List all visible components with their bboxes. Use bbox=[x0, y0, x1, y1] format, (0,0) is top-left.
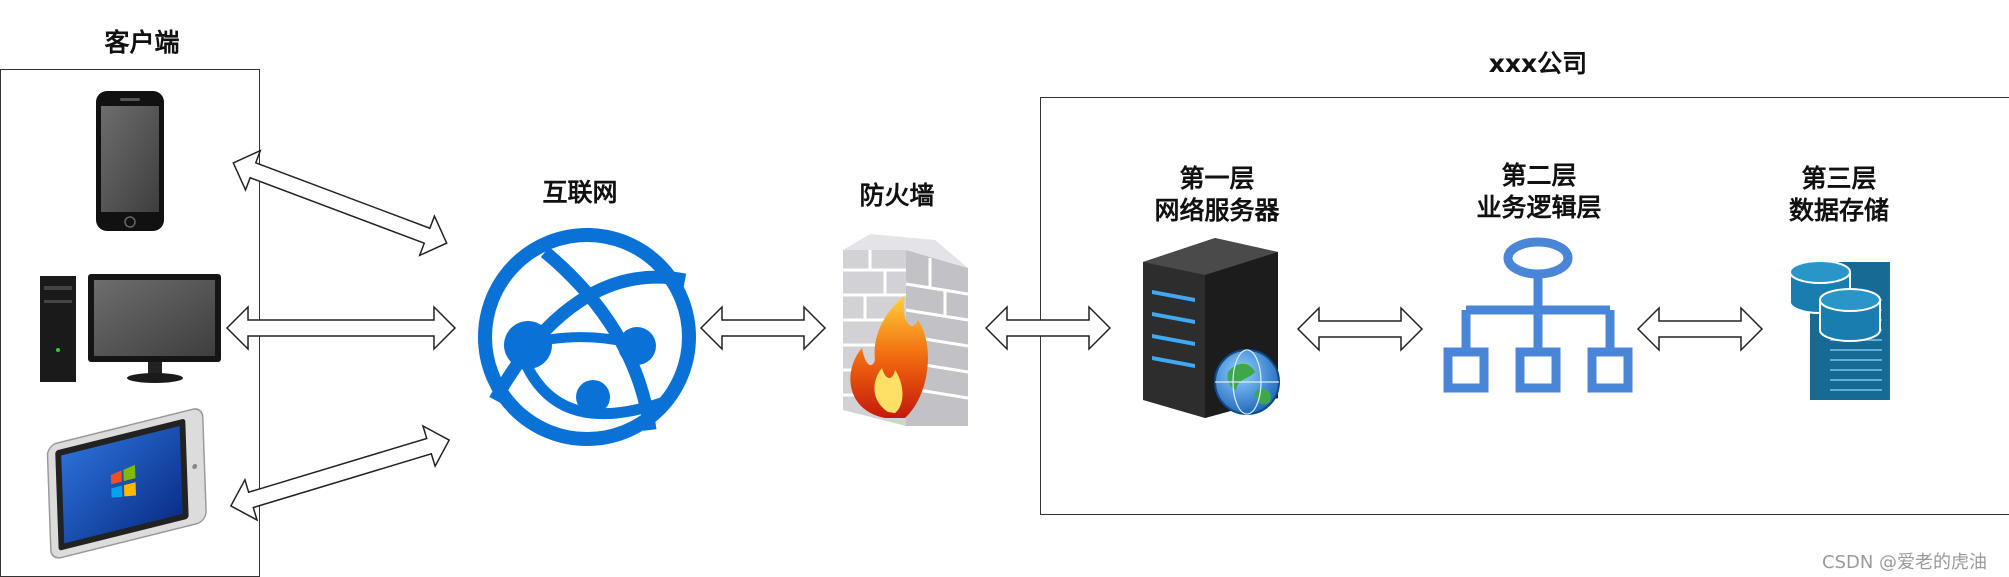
tier1-label: 第一层 网络服务器 bbox=[1132, 163, 1302, 227]
globe-icon bbox=[1214, 349, 1280, 415]
arrow-internet-firewall bbox=[699, 305, 827, 351]
arrow-firewall-webserver bbox=[984, 305, 1112, 351]
tier2-line1: 第二层 bbox=[1501, 161, 1577, 190]
company-frame bbox=[1040, 97, 2009, 515]
tier1-line1: 第一层 bbox=[1179, 164, 1255, 193]
tier3-line1: 第三层 bbox=[1801, 164, 1877, 193]
smartphone-icon bbox=[96, 91, 164, 231]
hierarchy-icon bbox=[1443, 237, 1633, 393]
globe-network-icon bbox=[478, 228, 696, 446]
arrow-tablet-internet bbox=[229, 424, 451, 522]
arrow-logic-storage bbox=[1636, 306, 1764, 352]
tablet-icon bbox=[46, 408, 207, 559]
firewall-icon bbox=[843, 234, 969, 426]
tier1-line2: 网络服务器 bbox=[1154, 196, 1280, 225]
database-storage-icon bbox=[1789, 260, 1890, 400]
tier3-label: 第三层 数据存储 bbox=[1754, 163, 1924, 227]
client-title: 客户端 bbox=[104, 28, 180, 57]
firewall-label: 防火墙 bbox=[859, 181, 935, 210]
desktop-computer-icon bbox=[40, 274, 221, 383]
tier3-line2: 数据存储 bbox=[1788, 196, 1889, 225]
company-title: xxx公司 bbox=[1488, 49, 1588, 78]
arrow-phone-internet bbox=[232, 149, 448, 257]
server-icon bbox=[1143, 238, 1280, 418]
client-internet-arrows bbox=[225, 149, 457, 522]
arrow-webserver-logic bbox=[1296, 306, 1424, 352]
internet-label: 互联网 bbox=[542, 178, 618, 207]
arrow-desktop-internet bbox=[225, 305, 457, 351]
watermark: CSDN @爱老的虎油 bbox=[1822, 552, 1988, 573]
tier2-line2: 业务逻辑层 bbox=[1476, 193, 1602, 222]
tier2-label: 第二层 业务逻辑层 bbox=[1454, 160, 1624, 224]
